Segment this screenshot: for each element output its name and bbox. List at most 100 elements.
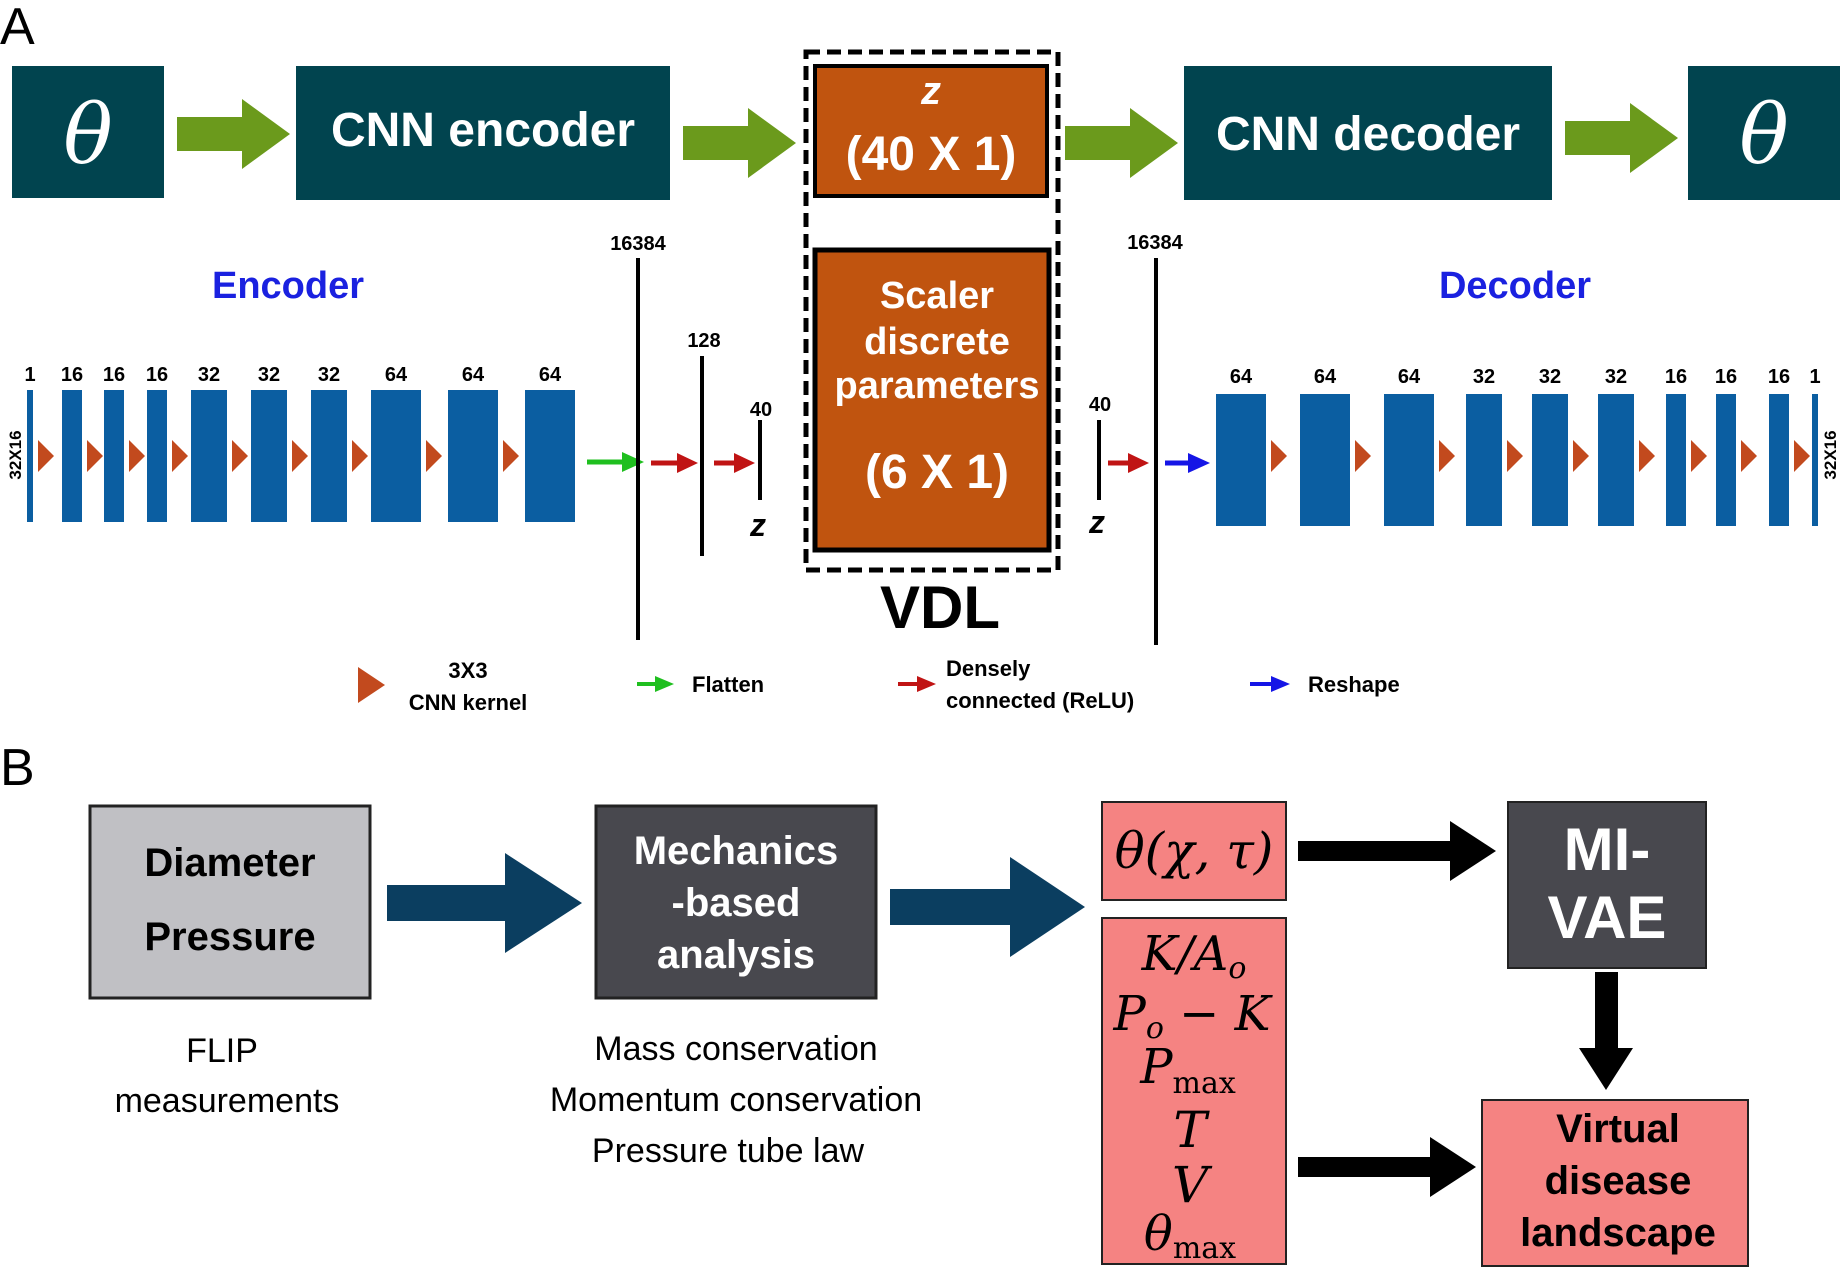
encoder-layer-3-channels: 16 [103,364,125,386]
mechanics-line-2: -based [672,881,801,925]
scaler-box [812,247,1052,553]
legend-reshape-icon [1250,676,1290,692]
mechanics-caption-3: Pressure tube law [592,1132,865,1170]
decoder-kernel-3 [1439,440,1455,472]
encoder-layer-5 [191,390,227,522]
dense-40-left-label: 40 [750,399,772,421]
decoder-layer-10-channels: 1 [1809,366,1820,388]
decoder-layer-6 [1598,394,1634,526]
encoder-kernel-5 [232,440,248,472]
param-pmax-sub: max [1173,1066,1236,1101]
decoder-kernel-2 [1355,440,1371,472]
mechanics-line-1: Mechanics [634,829,839,873]
param-po-k-base: P [1113,986,1147,1042]
param-k-ao-base: K/A [1141,926,1229,982]
mivae-line-2: VAE [1548,884,1667,951]
encoder-layer-8-channels: 64 [385,364,408,386]
z-right-label: z [1088,504,1105,540]
decoder-layer-4 [1466,394,1502,526]
decoder-layer-1-channels: 64 [1230,366,1253,388]
param-thetamax-sub: max [1173,1231,1236,1266]
green-arrow-3 [1065,108,1178,178]
mivae-line-1: MI- [1564,816,1651,883]
dense-arrow-2 [714,453,755,473]
encoder-kernel-2 [87,440,103,472]
decoder-layer-2 [1300,394,1350,526]
landscape-line-2: disease [1545,1159,1692,1203]
encoder-title: Encoder [212,265,364,307]
black-arrow-to-landscape [1298,1137,1476,1197]
flip-caption-2: measurements [115,1082,340,1120]
encoder-layer-8 [371,390,421,522]
landscape-line-3: landscape [1520,1211,1716,1255]
mechanics-box [594,804,878,1000]
theta-output-symbol: θ [1739,88,1788,183]
decoder-layer-8-channels: 16 [1715,366,1737,388]
legend-flatten-label: Flatten [692,672,764,697]
decoder-layer-9 [1769,394,1789,526]
encoder-layer-5-channels: 32 [198,364,220,386]
decoder-kernel-5 [1573,440,1589,472]
decoder-kernel-9 [1794,440,1810,472]
theta-function-label: θ(χ, τ) [1115,822,1274,880]
param-po-k-sub: o [1146,1011,1164,1046]
flip-caption-1: FLIP [186,1032,258,1070]
output-shape-label: 32X16 [1821,430,1840,479]
vdl-label: VDL [880,574,1000,641]
param-pmax-base: P [1139,1039,1173,1095]
decoder-layer-7-channels: 16 [1665,366,1687,388]
decoder-kernel-4 [1507,440,1523,472]
theta-input-symbol: θ [63,88,112,183]
navy-arrow-2 [890,857,1085,957]
scaler-line-1: Scaler [880,275,994,317]
param-t: T [1173,1101,1210,1159]
encoder-kernel-1 [38,440,54,472]
z-left-label: z [749,507,766,543]
theta-output-box [1688,66,1840,200]
encoder-kernel-7 [352,440,368,472]
encoder-kernel-8 [426,440,442,472]
input-shape-label: 32X16 [6,430,25,479]
encoder-kernel-6 [292,440,308,472]
cnn-encoder-box [296,66,670,200]
encoder-layer-2-channels: 16 [61,364,83,386]
decoder-kernel-1 [1271,440,1287,472]
decoder-title: Decoder [1439,265,1591,307]
decoder-kernel-6 [1639,440,1655,472]
legend-dense-icon [898,676,936,692]
black-arrow-down [1579,972,1633,1090]
encoder-layer-1-channels: 1 [24,364,35,386]
mechanics-line-3: analysis [657,933,815,977]
vdl-dashed-box [803,49,1061,573]
cnn-encoder-label: CNN encoder [331,104,635,157]
mivae-box [1507,801,1707,969]
dense-arrow-1 [651,453,698,473]
param-pmax: Pmax [1139,1039,1236,1101]
legend-kernel-icon [358,667,385,703]
legend-dense-line2: connected (ReLU) [946,688,1134,713]
decoder-layer-5 [1532,394,1568,526]
cnn-decoder-box [1184,66,1552,200]
parameters-box [1101,917,1287,1265]
encoder-layer-7 [311,390,347,522]
encoder-kernel-9 [503,440,519,472]
encoder-layer-10-channels: 64 [539,364,562,386]
decoder-kernel-8 [1741,440,1757,472]
decoder-layer-8 [1716,394,1736,526]
dense-128-label: 128 [687,330,720,352]
landscape-line-1: Virtual [1556,1107,1680,1151]
legend-kernel-line2: CNN kernel [409,690,528,715]
decoder-layer-9-channels: 16 [1768,366,1790,388]
encoder-layer-7-channels: 32 [318,364,340,386]
encoder-layer-1 [27,390,33,522]
legend-kernel-line1: 3X3 [448,658,487,683]
theta-function-box [1101,801,1287,901]
decoder-layer-3-channels: 64 [1398,366,1421,388]
landscape-box [1481,1099,1749,1267]
pressure-label: Pressure [144,915,315,959]
decoder-layer-6-channels: 32 [1605,366,1627,388]
diameter-pressure-box [88,804,372,1000]
black-arrow-to-mivae [1298,821,1496,881]
legend-reshape-label: Reshape [1308,672,1400,697]
